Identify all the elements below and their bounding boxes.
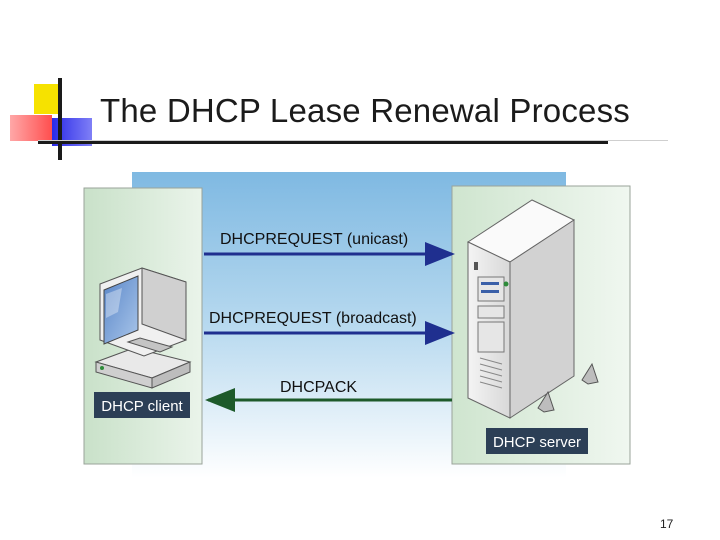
server-label-box	[486, 428, 588, 454]
server-label: DHCP server	[493, 434, 581, 451]
dhcp-renewal-diagram: DHCPREQUEST (unicast) DHCPREQUEST (broad…	[82, 172, 632, 482]
logo-vertical-line	[58, 78, 62, 160]
client-computer-icon	[94, 267, 192, 389]
title-underline	[38, 141, 608, 144]
message-label-dhcpack: DHCPACK	[280, 379, 357, 396]
diagram-svg: DHCPREQUEST (unicast) DHCPREQUEST (broad…	[83, 172, 631, 478]
page-number: 17	[660, 517, 674, 531]
slide-title: The DHCP Lease Renewal Process	[100, 92, 630, 129]
logo-red-square	[10, 115, 52, 141]
message-label-unicast: DHCPREQUEST (unicast)	[220, 231, 408, 248]
client-label-box	[94, 392, 190, 418]
logo-yellow-square	[34, 84, 60, 114]
client-label: DHCP client	[101, 398, 183, 415]
slide-logo-decoration	[0, 0, 110, 170]
server-tower-icon	[466, 199, 599, 419]
message-label-broadcast: DHCPREQUEST (broadcast)	[209, 310, 417, 327]
title-underline-shadow	[38, 140, 668, 141]
